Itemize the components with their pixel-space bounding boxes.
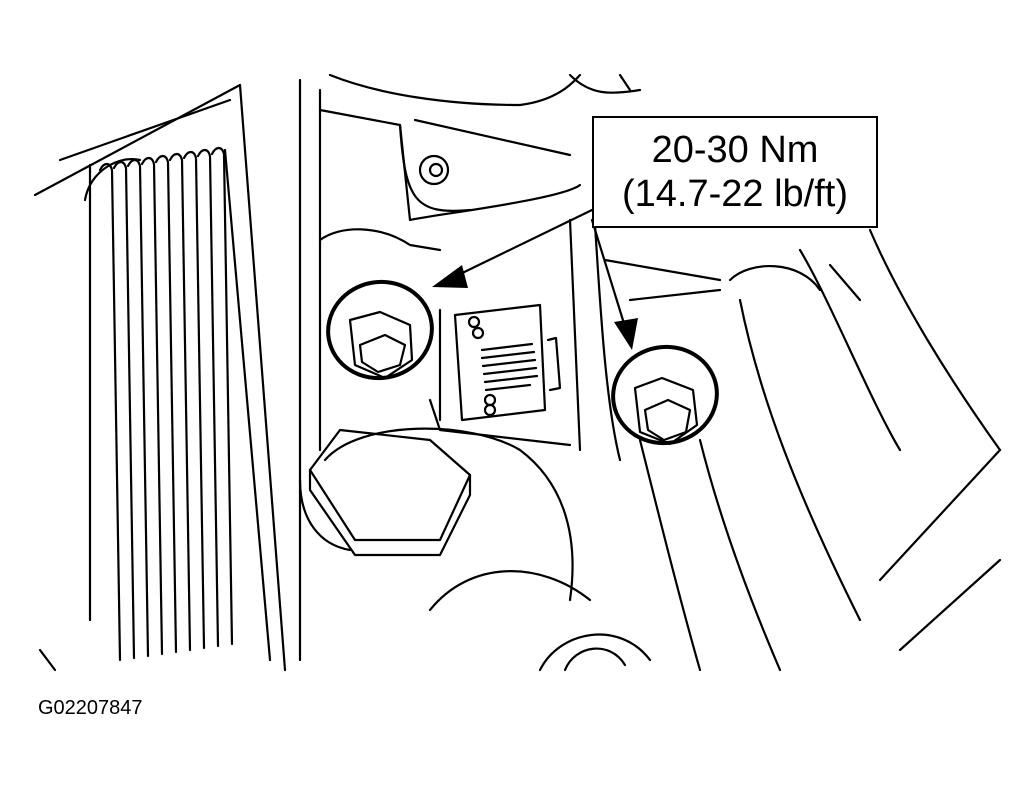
torque-imperial: (14.7-22 lb/ft) [622,173,848,215]
left-bolt [326,279,434,381]
belt-rib [140,156,164,656]
arrow-right-head [614,318,638,350]
torque-leaders [432,208,638,350]
belt-rib [154,154,178,654]
hex-plug [298,428,472,557]
torque-callout: 20-30 Nm (14.7-22 lb/ft) [592,116,878,228]
id-plate [453,303,562,422]
arrow-left-head [432,265,468,288]
figure-id: G02207847 [38,697,143,719]
belt-rib [182,150,206,650]
belt-rib [112,160,136,660]
housing-outline [298,73,1002,672]
belt-rib [196,148,220,648]
belt-rib [210,146,234,646]
belt-rib [126,158,150,658]
pulley-assembly [33,83,287,672]
torque-metric: 20-30 Nm [651,129,819,171]
belt-rib [168,152,192,652]
right-bolt [611,344,719,446]
belt-rib [98,162,122,662]
